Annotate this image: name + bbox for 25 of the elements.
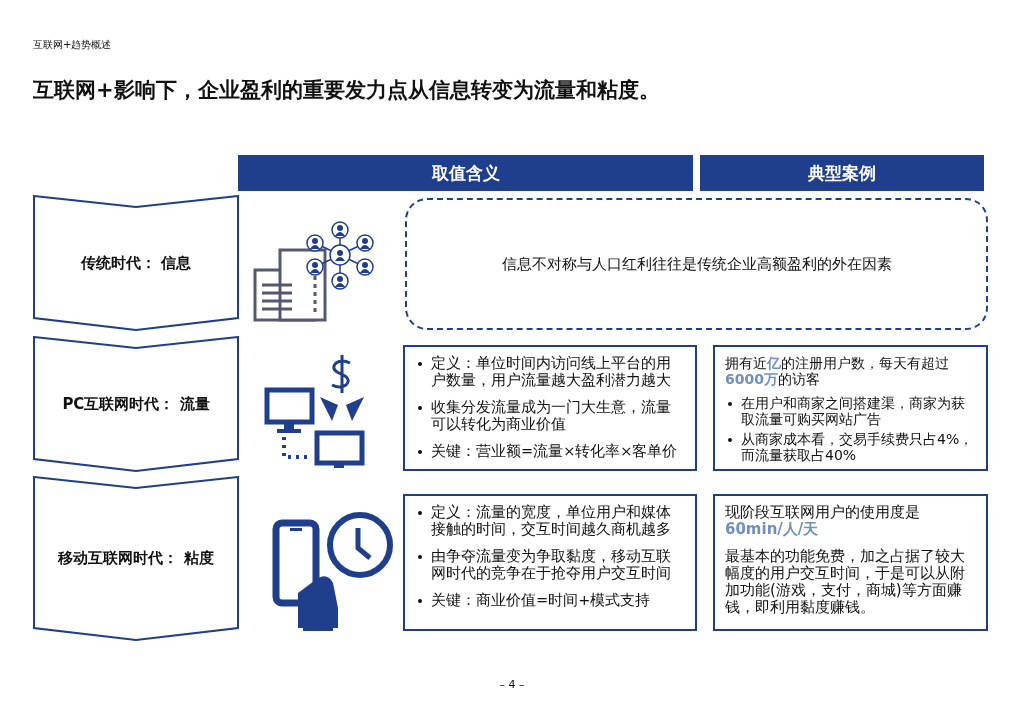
bullet-text: 由争夺流量变为争取黏度，移动互联网时代的竞争在于抢夺用户交互时间 [431, 548, 671, 581]
page-number: – 4 – [498, 678, 526, 691]
bullet-text: 从商家成本看，交易手续费只占4%，而流量获取占40% [741, 431, 974, 463]
box-text: 信息不对称与人口红利往往是传统企业高额盈利的外在因素 [501, 255, 892, 273]
card-text: 拥有近亿的注册用户数，每天有超过6000万的访客 [725, 355, 950, 387]
slide-title: 互联网+影响下，企业盈利的重要发力点从信息转变为流量和粘度。 [33, 77, 661, 104]
bullet-text: 关键：营业额=流量×转化率×客单价 [431, 443, 678, 459]
card-text: 现阶段互联网用户的使用度是60min/人/天 [725, 504, 921, 538]
text-card [403, 494, 697, 631]
card-text: 最基本的功能免费，加之占据了较大幅度的用户交互时间，于是可以从附加功能(游戏，支付，商城)等方面赚钱，即利用黏度赚钱。 [725, 548, 966, 616]
dashed-box [405, 198, 988, 330]
text-card [403, 345, 697, 471]
chevron-box: PC互联网时代： 流量 [33, 336, 239, 472]
chevron-box: 移动互联网时代： 粘度 [33, 476, 239, 641]
column-header: 取值含义 [238, 155, 693, 191]
text-card [713, 345, 988, 471]
bullet-text: 定义：流量的宽度，单位用户和媒体接触的时间，交互时间越久商机越多 [431, 504, 671, 537]
bullet-text: 定义：单位时间内访问线上平台的用户数量，用户流量越大盈利潜力越大 [431, 355, 671, 388]
bullet-text: 在用户和商家之间搭建渠，商家为获取流量可购买网站广告 [741, 395, 965, 427]
bullet-text: 关键：商业价值=时间+模式支持 [431, 592, 651, 608]
column-header: 典型案例 [700, 155, 984, 191]
bullet-text: 收集分发流量成为一门大生意，流量可以转化为商业价值 [431, 399, 671, 432]
text-card [713, 494, 988, 631]
page-header: 互联网+趋势概述 [33, 38, 113, 52]
chevron-box: 传统时代： 信息 [33, 195, 239, 331]
